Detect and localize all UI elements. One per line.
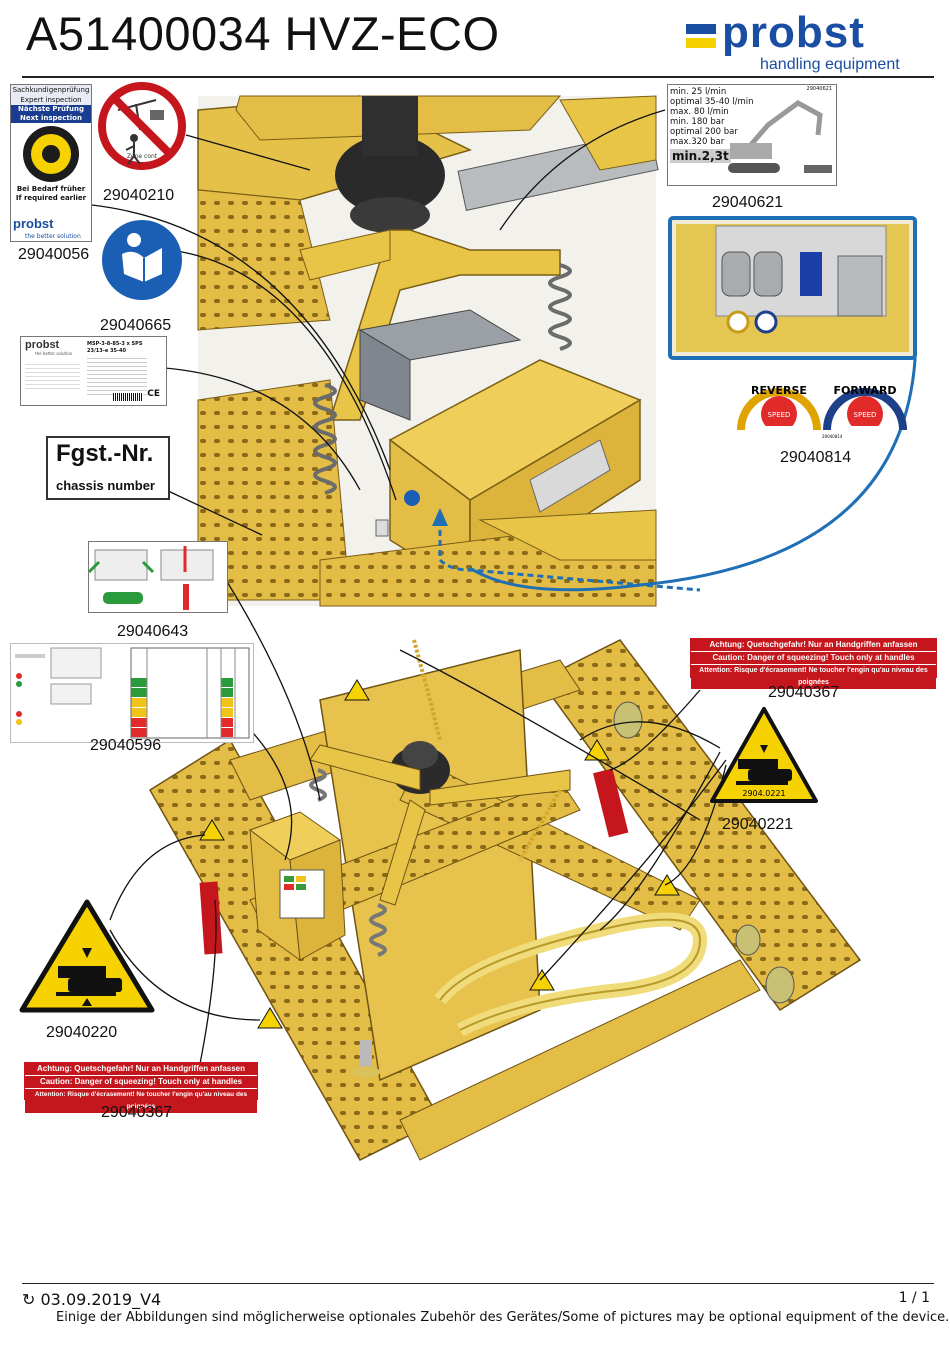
reverse-text: REVERSE <box>751 384 807 397</box>
inspection-line2: Expert inspection <box>11 96 91 105</box>
crush-triangle-code: 2904.0221 <box>742 789 785 798</box>
rating-plate-brand-sub: the better solution <box>35 351 73 356</box>
warning-strip-fr: Attention: Risque d'écrasement! Ne touch… <box>25 1089 257 1114</box>
operating-instructions-label <box>10 643 254 743</box>
rating-plate-address <box>25 361 80 391</box>
no-zone-text: Zone cont <box>127 153 158 160</box>
barcode-icon <box>113 393 143 401</box>
excavator-icon <box>728 100 832 173</box>
part-number-29040221: 29040221 <box>722 816 794 833</box>
part-number-29040056: 29040056 <box>18 246 90 263</box>
warning-strip-fr: Attention: Risque d'écrasement! Ne touch… <box>691 665 936 690</box>
ce-mark-icon: CE <box>147 389 160 399</box>
hydraulic-row: max. 80 l/min <box>670 107 729 117</box>
part-number-29040814: 29040814 <box>780 449 852 466</box>
hydraulic-row: optimal 35-40 l/min <box>670 97 754 107</box>
part-number-29040367-top: 29040367 <box>768 684 840 701</box>
chassis-number-plate: Fgst.-Nr. chassis number <box>46 436 170 500</box>
footer-page-number: 1 / 1 <box>898 1290 930 1306</box>
hydraulic-spec-label: 29040621 min. 25 l/min optimal 35-40 l/m… <box>667 84 837 186</box>
footer-date: 03.09.2019_V4 <box>40 1290 162 1309</box>
warning-strip-de: Achtung: Quetschgefahr! Nur an Handgriff… <box>25 1063 257 1076</box>
part-number-29040665: 29040665 <box>100 317 172 334</box>
rating-plate: probst the better solution MSP-3-8-85-3 … <box>20 336 167 406</box>
forward-text: FORWARD <box>833 384 896 397</box>
crush-hazard-triangle-right: 2904.0221 <box>710 707 818 803</box>
part-number-29040643: 29040643 <box>117 623 189 640</box>
speed-dials-text: REVERSE FORWARD SPEED SPEED 29040814 <box>751 384 897 439</box>
part-number-29040621: 29040621 <box>712 194 784 211</box>
rating-plate-brand: probst <box>25 339 60 351</box>
speed-dials <box>737 388 907 438</box>
hydraulic-rows: min. 25 l/min optimal 35-40 l/min max. 8… <box>670 87 754 147</box>
squeeze-warning-strip-right: Achtung: Quetschgefahr! Nur an Handgriff… <box>690 638 937 690</box>
warning-strip-de: Achtung: Quetschgefahr! Nur an Handgriff… <box>691 639 936 652</box>
inspection-sticker: Sachkundigenprüfung Expert inspection Nä… <box>10 84 92 242</box>
handling-pictogram <box>87 541 228 613</box>
chassis-number-title: Fgst.-Nr. <box>56 440 154 467</box>
rating-plate-details <box>87 355 147 395</box>
hydraulic-row: min. 25 l/min <box>670 87 727 97</box>
rating-plate-model1: MSP-3-8-85-3 x SPS <box>87 341 143 347</box>
read-manual-sign <box>102 220 182 300</box>
part-number-29040596: 29040596 <box>90 737 162 754</box>
footer-rule <box>22 1283 934 1284</box>
reverse-speed-text: SPEED <box>768 411 791 419</box>
overall-view <box>148 639 862 1161</box>
inspection-brand-sub: the better solution <box>25 233 81 240</box>
document-title: A51400034 HVZ-ECO <box>26 7 500 60</box>
hydraulic-row: optimal 200 bar <box>670 127 738 137</box>
revision-icon: ↻ <box>22 1290 36 1309</box>
logo-yellow-bar <box>686 38 716 48</box>
logo-word: probst <box>722 8 865 57</box>
no-standing-under-load-sign: Zone cont <box>98 82 186 170</box>
inspection-line5: Bei Bedarf früher <box>16 185 86 193</box>
forward-speed-text: SPEED <box>854 411 877 419</box>
hydraulic-min-weight: min.2,3t <box>670 149 731 163</box>
speed-dials-code: 29040814 <box>822 434 843 439</box>
hydraulic-row: max.320 bar <box>670 137 725 147</box>
probst-logo: probst handling equipment <box>686 8 918 76</box>
warning-strip-en: Caution: Danger of squeezing! Touch only… <box>691 652 936 665</box>
chassis-number-subtitle: chassis number <box>56 478 155 493</box>
header-rule <box>22 76 934 78</box>
inspection-dial-icon <box>23 126 79 182</box>
inspection-line3: Nächste Prüfung <box>11 105 91 114</box>
inspection-brand: probst <box>13 216 54 231</box>
closeup-view <box>197 95 701 607</box>
crush-hazard-triangle-left <box>19 899 155 1013</box>
part-number-29040220: 29040220 <box>46 1024 118 1041</box>
operating-instructions-icon <box>15 647 250 739</box>
detail-inset <box>469 216 917 592</box>
leader-lines <box>91 109 727 1065</box>
part-number-29040367-bottom: 29040367 <box>101 1104 173 1121</box>
rating-plate-model2: 23/13-e 35-40 <box>87 348 126 354</box>
inspection-line1: Sachkundigenprüfung <box>11 85 91 96</box>
footer-note: Einige der Abbildungen sind möglicherwei… <box>56 1310 950 1325</box>
warning-strip-en: Caution: Danger of squeezing! Touch only… <box>25 1076 257 1089</box>
part-number-29040210: 29040210 <box>103 187 175 204</box>
inspection-line6: If required earlier <box>15 194 87 202</box>
logo-blue-bar <box>686 24 716 34</box>
squeeze-warning-strip-left: Achtung: Quetschgefahr! Nur an Handgriff… <box>24 1062 258 1114</box>
hydraulic-code: 29040621 <box>806 86 832 92</box>
handling-pictogram-icon <box>87 546 214 610</box>
footer-revision: ↻ 03.09.2019_V4 <box>22 1290 161 1309</box>
hydraulic-row: min. 180 bar <box>670 117 725 127</box>
logo-subtitle: handling equipment <box>760 56 900 73</box>
inspection-line4: Next inspection <box>11 114 91 123</box>
inspection-dial <box>11 123 91 185</box>
